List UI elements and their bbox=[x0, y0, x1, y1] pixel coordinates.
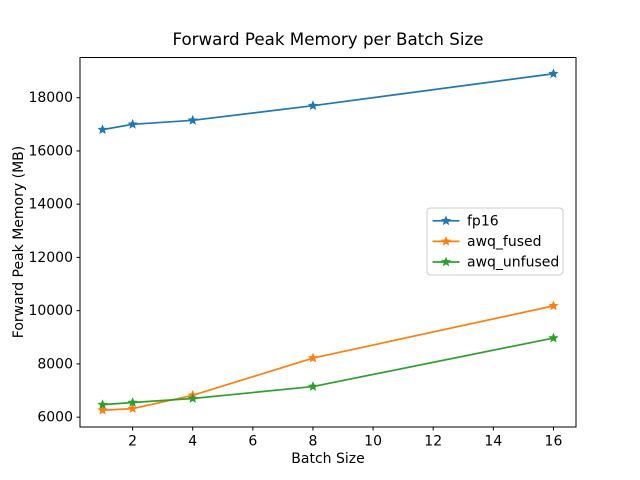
data-point-fp16-x8 bbox=[307, 100, 319, 111]
data-point-awq_unfused-x16 bbox=[548, 332, 559, 343]
plot-area bbox=[97, 68, 559, 415]
x-tick-label-12: 12 bbox=[424, 434, 442, 450]
legend-label-fp16: fp16 bbox=[467, 213, 499, 229]
x-tick-label-8: 8 bbox=[309, 434, 318, 450]
y-tick-label-18000: 18000 bbox=[28, 90, 73, 106]
series-line-awq_fused bbox=[102, 305, 554, 412]
data-point-awq_unfused-x4 bbox=[187, 393, 198, 403]
legend-item-awq_unfused: awq_unfused bbox=[432, 255, 559, 271]
data-point-awq_fused-x16 bbox=[548, 300, 559, 311]
y-axis-label: Forward Peak Memory (MB) bbox=[11, 146, 27, 338]
x-tick-label-16: 16 bbox=[545, 434, 563, 450]
y-tick-label-16000: 16000 bbox=[28, 143, 73, 159]
legend-label-awq_unfused: awq_unfused bbox=[467, 255, 559, 271]
x-tick-label-10: 10 bbox=[364, 434, 382, 450]
series-line-fp16 bbox=[102, 72, 554, 131]
legend-box bbox=[426, 207, 564, 276]
legend: fp16 awq_fused awq_unfused bbox=[426, 207, 564, 276]
x-tick-label-6: 6 bbox=[248, 434, 257, 450]
data-point-fp16-x16 bbox=[548, 68, 559, 79]
legend-marker-awq_fused bbox=[440, 236, 452, 246]
data-point-awq_unfused-x1 bbox=[97, 399, 108, 410]
data-point-awq_unfused-x2 bbox=[127, 397, 138, 407]
legend-item-fp16: fp16 bbox=[432, 213, 499, 229]
plot-border bbox=[79, 57, 577, 428]
legend-label-awq_fused: awq_fused bbox=[467, 234, 542, 250]
data-point-fp16-x1 bbox=[97, 124, 108, 135]
x-tick-label-14: 14 bbox=[484, 434, 502, 450]
y-tick-label-14000: 14000 bbox=[28, 197, 73, 213]
data-point-awq_unfused-x8 bbox=[307, 381, 319, 391]
x-tick-label-4: 4 bbox=[188, 434, 197, 450]
data-point-awq_fused-x1 bbox=[97, 404, 108, 415]
y-tick-label-10000: 10000 bbox=[28, 303, 73, 319]
data-point-awq_fused-x8 bbox=[307, 352, 319, 363]
legend-marker-fp16 bbox=[440, 215, 452, 226]
y-tick-label-6000: 6000 bbox=[37, 410, 73, 426]
x-axis-label: Batch Size bbox=[291, 451, 364, 467]
data-point-awq_fused-x2 bbox=[127, 403, 138, 413]
series-line-awq_unfused bbox=[102, 337, 554, 406]
chart-title: Forward Peak Memory per Batch Size bbox=[172, 29, 483, 49]
y-tick-label-12000: 12000 bbox=[28, 250, 73, 266]
axes-ticks: 2 4 6 8 10 12 14 16 6000 8000 10000 12000 14000 16000… bbox=[28, 90, 562, 449]
legend-marker-awq_unfused bbox=[440, 256, 452, 267]
data-point-fp16-x2 bbox=[127, 118, 138, 129]
legend-item-awq_fused: awq_fused bbox=[432, 234, 542, 250]
y-tick-label-8000: 8000 bbox=[37, 356, 73, 372]
data-point-fp16-x4 bbox=[187, 114, 198, 125]
x-tick-label-2: 2 bbox=[128, 434, 137, 450]
